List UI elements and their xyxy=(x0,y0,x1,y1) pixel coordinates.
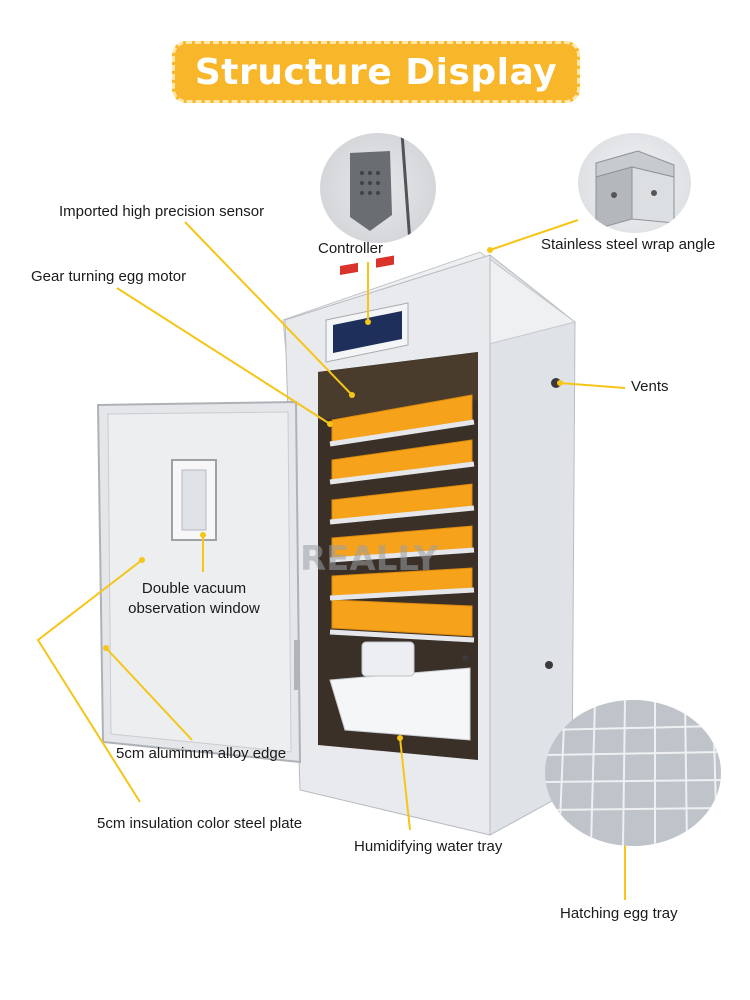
display-digits-right xyxy=(376,255,394,268)
sensor-icon xyxy=(350,133,412,243)
egg-trays xyxy=(331,394,473,637)
label-alloy-edge: 5cm aluminum alloy edge xyxy=(116,745,287,762)
display-digits-left xyxy=(340,262,358,276)
label-water-tray: Humidifying water tray xyxy=(354,838,503,855)
label-vents: Vents xyxy=(631,378,669,395)
callout-dots xyxy=(103,247,628,833)
callout-lines xyxy=(36,219,626,900)
controller-display xyxy=(333,311,402,353)
water-tray xyxy=(361,641,415,677)
hatching-tray-detail-circle xyxy=(545,700,721,846)
page-title: Structure Display xyxy=(194,51,558,93)
vent-hole-bottom xyxy=(545,661,553,669)
steel-corner-icon xyxy=(595,150,675,230)
label-controller: Controller xyxy=(318,240,384,257)
label-sensor: Imported high precision sensor xyxy=(59,203,265,220)
hatching-basket xyxy=(329,667,471,741)
sensor-detail-circle xyxy=(320,133,436,243)
label-hatching-tray: Hatching egg tray xyxy=(560,905,678,922)
watermark-text: REALLY xyxy=(300,539,439,579)
hatching-tray-icon xyxy=(545,700,721,846)
label-wrap-angle: Stainless steel wrap angle xyxy=(541,236,716,253)
label-insulation-plate: 5cm insulation color steel plate xyxy=(97,815,303,832)
label-window-line1: Double vacuum xyxy=(141,580,247,597)
wrap-angle-detail-circle xyxy=(578,133,691,233)
title-banner: Structure Display xyxy=(172,41,580,103)
label-gear-motor: Gear turning egg motor xyxy=(31,268,187,285)
label-window-line2: observation window xyxy=(128,600,260,617)
